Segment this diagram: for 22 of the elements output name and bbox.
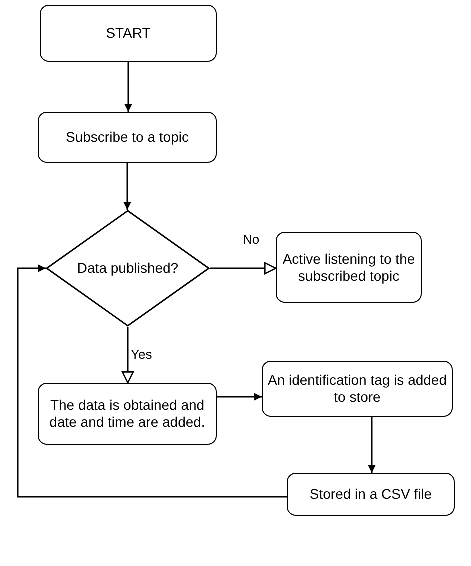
node-text: START [106,25,151,42]
edge-label: No [242,232,261,247]
node-text: An identification tag is added to store [267,372,448,406]
process-box [38,383,217,445]
node-text: The data is obtained and date and time are added. [48,397,206,431]
arrow [124,163,132,210]
edge-label: Yes [130,347,154,362]
process-box [287,473,455,516]
node-text: Stored in a CSV file [310,486,432,503]
process-box [40,5,217,62]
node-text: Active listening to the subscribed topic [282,250,416,284]
arrow [122,327,134,384]
arrow [17,264,287,498]
process-box [276,232,422,303]
arrow [124,62,132,112]
arrow [217,393,262,401]
node-text: Subscribe to a topic [66,129,189,146]
process-box [262,361,453,417]
node-text: Data published? [77,260,179,277]
process-box [38,112,217,163]
arrow [210,262,277,275]
arrow [368,417,376,473]
